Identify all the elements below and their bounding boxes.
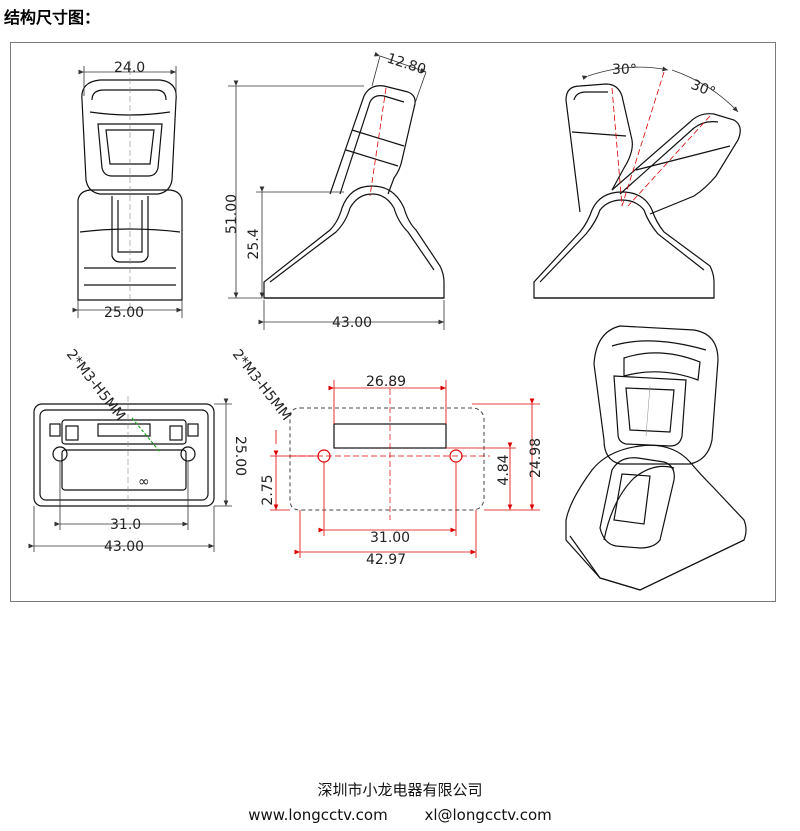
dim-mount-total-width: 42.97 (366, 552, 406, 568)
drawing-frame (10, 42, 776, 602)
bottom-view (33, 396, 215, 512)
dim-mount-total-height: 24.98 (528, 438, 544, 478)
dim-front-top: 24.0 (114, 60, 145, 76)
mount-dims (270, 380, 540, 558)
side-view (263, 85, 445, 299)
dim-front-bottom: 25.00 (104, 305, 144, 321)
dimension-drawing: 24.0 25.00 51.00 25.4 43.00 12.80 (28, 51, 747, 591)
dim-mount-spacing: 31.00 (370, 530, 410, 546)
company-name: 深圳市小龙电器有限公司 (317, 781, 483, 799)
symbol-infinity: ∞ (138, 474, 150, 490)
callout-mount-screws: 2*M3-H5MM (229, 347, 294, 424)
side-dims (228, 51, 445, 330)
dim-angle-left: 30° (612, 62, 637, 78)
email-link[interactable]: xl@longcctv.com (424, 806, 552, 824)
angle-arcs (581, 66, 739, 113)
dim-mount-top: 26.89 (366, 374, 406, 390)
front-view (77, 60, 183, 310)
contact-line: www.longcctv.com xl@longcctv.com (0, 806, 800, 824)
iso-view (565, 325, 747, 591)
dim-bottom-height: 25.00 (232, 436, 248, 476)
mount-view (289, 380, 490, 520)
dim-mount-offset: 2.75 (260, 474, 276, 505)
website-link[interactable]: www.longcctv.com (248, 806, 388, 824)
dim-mount-hole-height: 4.84 (496, 454, 512, 485)
dim-side-head: 12.80 (385, 51, 428, 79)
page-title: 结构尺寸图： (4, 8, 101, 27)
dim-bottom-inner: 31.0 (110, 517, 141, 533)
dim-side-mid: 25.4 (246, 228, 262, 259)
front-dims (72, 66, 183, 318)
angle-view (533, 71, 741, 299)
bottom-dims (28, 398, 232, 552)
dim-angle-right: 30° (689, 77, 718, 101)
callout-bottom-screws: 2*M3-H5MM (63, 347, 128, 424)
dim-bottom-outer: 43.00 (104, 539, 144, 555)
dim-side-base: 43.00 (332, 315, 372, 331)
dim-side-total: 51.00 (224, 194, 240, 234)
